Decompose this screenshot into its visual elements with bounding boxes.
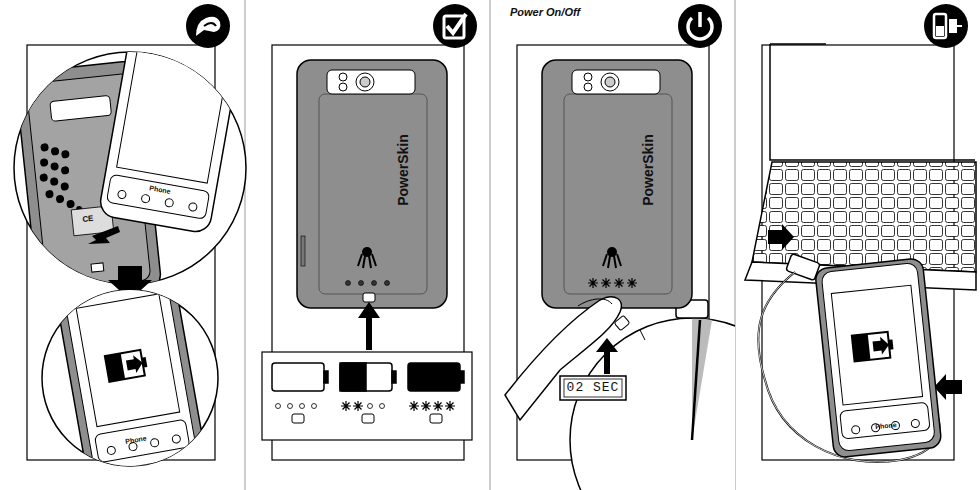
panel-heading: Power On/Off: [510, 6, 580, 18]
button-text: Phone: [125, 434, 147, 445]
button-text: Phone: [875, 421, 897, 431]
ce-mark: CE: [82, 215, 94, 225]
brand-name: PowerSkin: [396, 134, 411, 206]
brand-name: PowerSkin: [641, 134, 656, 206]
timer-readout: 02 SEC: [567, 381, 620, 395]
button-text: Phone: [149, 184, 171, 195]
